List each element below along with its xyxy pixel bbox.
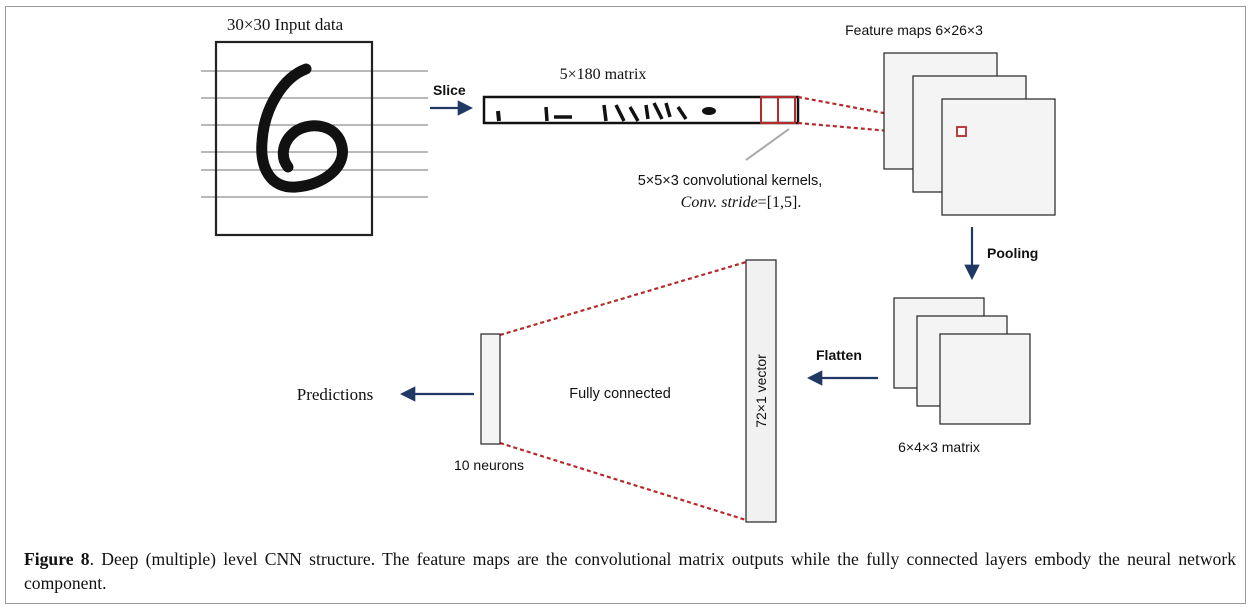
input-image <box>201 40 428 237</box>
handwritten-six <box>256 63 348 193</box>
matrix-label: 5×180 matrix <box>560 66 647 83</box>
slice-matrix <box>482 95 800 125</box>
flatten-label: Flatten <box>816 347 862 363</box>
kernel-leader-line <box>745 128 790 161</box>
predictions-label: Predictions <box>297 385 374 404</box>
caption-text: . Deep (multiple) level CNN structure. T… <box>24 549 1236 593</box>
figure-number: Figure 8 <box>24 549 90 569</box>
figure-frame: 30×30 Input data Slice 5×180 matrix <box>5 6 1246 604</box>
figure-caption: Figure 8. Deep (multiple) level CNN stru… <box>24 547 1236 595</box>
neurons-label: 10 neurons <box>454 457 524 473</box>
neurons-bar <box>480 333 501 445</box>
fc-label: Fully connected <box>569 386 671 402</box>
kernel-label-line1: 5×5×3 convolutional kernels, <box>638 173 823 189</box>
vector-label: 72×1 vector <box>753 354 769 428</box>
slice-label: Slice <box>433 82 466 98</box>
input-label: 30×30 Input data <box>227 15 344 34</box>
fc-dashed-top <box>499 260 747 337</box>
feature-maps-label: Feature maps 6×26×3 <box>845 22 983 38</box>
feature-maps-stack <box>883 52 1056 216</box>
cnn-diagram: 30×30 Input data Slice 5×180 matrix <box>201 15 1056 523</box>
pooled-label: 6×4×3 matrix <box>898 439 980 455</box>
pooled-maps-stack <box>893 297 1031 425</box>
kernel-label-line2: Conv. stride=[1,5]. <box>681 194 802 211</box>
vector-bar <box>745 259 777 523</box>
feature-map-cell <box>956 126 967 137</box>
fc-dashed-bottom <box>499 441 747 522</box>
pooling-label: Pooling <box>987 245 1038 261</box>
